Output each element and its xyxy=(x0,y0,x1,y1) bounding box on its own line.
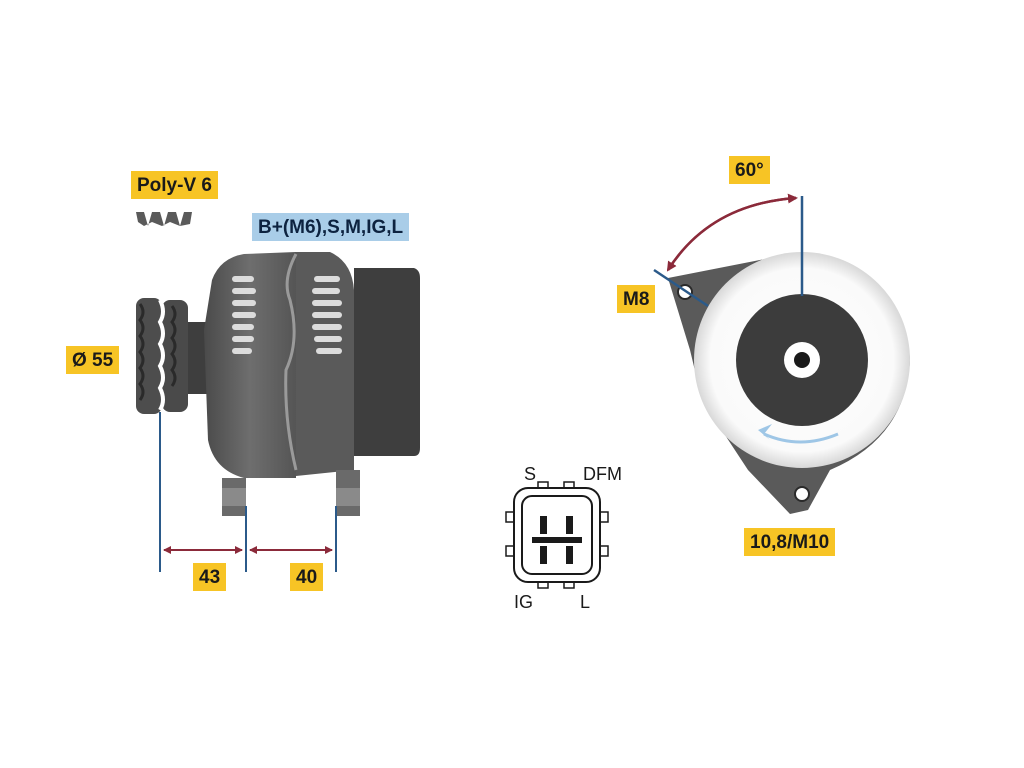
poly-v-groove-icon xyxy=(136,212,192,226)
rear-view xyxy=(653,193,910,514)
dimension-lines xyxy=(159,412,337,572)
connector-plug xyxy=(505,481,609,589)
mount-thread-label: M8 xyxy=(617,285,656,313)
dimension-43-label: 43 xyxy=(193,563,227,591)
bolt-spec-label: 10,8/M10 xyxy=(744,528,836,556)
pin-label-l: L xyxy=(580,592,591,612)
pin-label-ig: IG xyxy=(514,592,534,612)
pin-label-dfm: DFM xyxy=(583,464,622,484)
terminals-label: B+(M6),S,M,IG,L xyxy=(252,213,410,241)
rotation-arrow-icon xyxy=(758,424,839,444)
dimension-40-label: 40 xyxy=(290,563,324,591)
pin-label-s: S xyxy=(524,464,537,484)
alternator-body xyxy=(204,252,420,516)
poly-v-label: Poly-V 6 xyxy=(131,171,218,199)
angle-label: 60° xyxy=(729,156,770,184)
pulley-diameter-label: Ø 55 xyxy=(66,346,120,374)
pulley xyxy=(136,298,212,414)
